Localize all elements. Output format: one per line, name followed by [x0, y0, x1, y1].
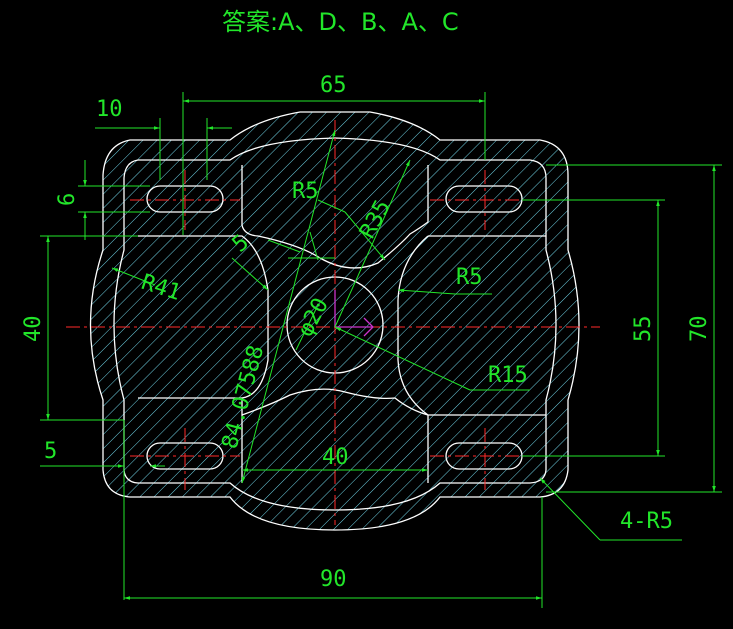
- dim-6: 6: [55, 160, 150, 240]
- dim-r15: R15: [334, 326, 530, 391]
- dim-r15-label: R15: [488, 363, 528, 388]
- dim-40-left: 40: [21, 235, 138, 421]
- dim-70: 70: [546, 164, 722, 493]
- dim-r5-top-label: R5: [292, 179, 319, 204]
- dim-10: 10: [95, 97, 232, 180]
- dim-65-label: 65: [320, 73, 347, 98]
- dim-90-label: 90: [320, 567, 347, 592]
- dim-r5-right-label: R5: [456, 265, 483, 290]
- dim-r5-right: R5: [397, 265, 492, 295]
- dim-5-left-label: 5: [44, 439, 57, 464]
- dim-5-left: 5: [40, 420, 165, 600]
- answer-title: 答案:A、D、B、A、C: [222, 8, 459, 36]
- slot-top-right: [445, 185, 523, 213]
- dim-65: 65: [182, 73, 486, 235]
- outer-outline: [89, 111, 580, 531]
- inner-outline: [113, 137, 557, 511]
- dim-70-label: 70: [687, 316, 712, 343]
- dim-90: 90: [124, 497, 543, 608]
- dim-4r5-label: 4-R5: [620, 509, 673, 534]
- dim-40-bottom: 40: [242, 445, 428, 472]
- dim-40-left-label: 40: [21, 316, 46, 343]
- dim-40-bottom-label: 40: [322, 445, 349, 470]
- dim-4r5: 4-R5: [539, 477, 682, 541]
- dim-55: 55: [522, 199, 665, 457]
- slot-top-left: [146, 185, 224, 213]
- dim-6-label: 6: [55, 193, 80, 206]
- dim-55-label: 55: [631, 316, 656, 343]
- dim-10-label: 10: [96, 97, 123, 122]
